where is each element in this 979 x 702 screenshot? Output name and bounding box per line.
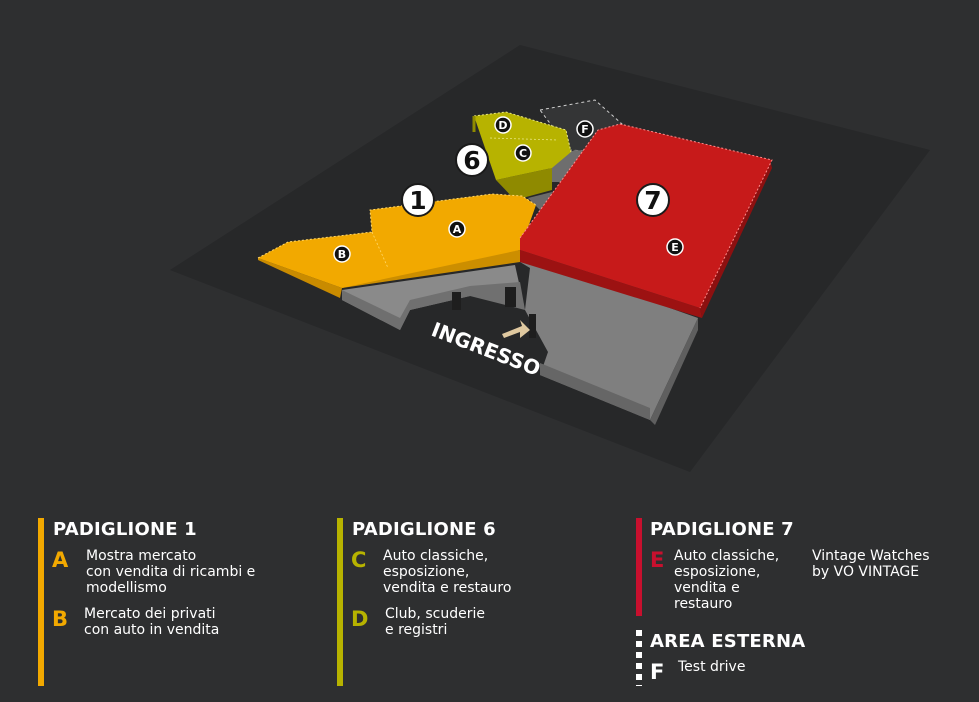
legend-text-d: Club, scuderie e registri <box>385 606 485 638</box>
legend-bar-area-esterna <box>636 630 642 686</box>
legend-area-esterna: AREA ESTERNA F Test drive <box>636 630 966 686</box>
svg-text:F: F <box>581 123 589 136</box>
svg-text:C: C <box>519 147 527 160</box>
padiglione-7[interactable] <box>519 123 773 318</box>
legend-bar-p1 <box>38 518 44 686</box>
svg-text:E: E <box>671 241 679 254</box>
zone-marker-b: B <box>333 245 351 263</box>
svg-text:6: 6 <box>463 146 480 175</box>
legend-extra-vintage-watches: Vintage Watches by VO VINTAGE <box>812 548 930 580</box>
zone-marker-d: D <box>494 116 512 134</box>
svg-text:1: 1 <box>409 186 426 215</box>
svg-text:B: B <box>338 248 346 261</box>
pavilion-badge-7: 7 <box>636 183 670 217</box>
legend-title-p6: PADIGLIONE 6 <box>352 519 496 540</box>
legend-text-e: Auto classiche, esposizione, vendita e r… <box>674 548 780 612</box>
svg-text:D: D <box>498 119 507 132</box>
pavilion-badge-6: 6 <box>455 143 489 177</box>
zone-marker-f: F <box>576 120 594 138</box>
legend-bar-p6 <box>337 518 343 686</box>
legend-letter-f: F <box>650 660 665 684</box>
legend-letter-b: B <box>52 607 69 631</box>
zone-marker-a: A <box>448 220 466 238</box>
pavilion-badge-1: 1 <box>401 183 435 217</box>
legend-text-f: Test drive <box>678 659 746 675</box>
legend-padiglione-7: PADIGLIONE 7 E Auto classiche, esposizio… <box>636 518 966 618</box>
padiglione-1[interactable] <box>257 193 537 298</box>
legend-title-p1: PADIGLIONE 1 <box>53 519 197 540</box>
zone-marker-e: E <box>666 238 684 256</box>
svg-text:A: A <box>453 223 462 236</box>
legend-letter-e: E <box>650 548 665 572</box>
legend-title-p7: PADIGLIONE 7 <box>650 519 794 540</box>
legend-letter-a: A <box>52 548 69 572</box>
legend-letter-d: D <box>351 607 369 631</box>
legend-text-c: Auto classiche, esposizione, vendita e r… <box>383 548 512 596</box>
legend-bar-p7 <box>636 518 642 616</box>
legend-padiglione-1: PADIGLIONE 1 A Mostra mercato con vendit… <box>38 518 308 688</box>
svg-text:7: 7 <box>644 186 661 215</box>
legend-title-area-esterna: AREA ESTERNA <box>650 631 806 652</box>
legend-padiglione-6: PADIGLIONE 6 C Auto classiche, esposizio… <box>337 518 607 688</box>
legend-text-b: Mercato dei privati con auto in vendita <box>84 606 220 638</box>
fair-map: 1 6 7 A B C D E F INGRESSO <box>257 99 773 425</box>
legend-letter-c: C <box>351 548 367 572</box>
zone-marker-c: C <box>514 144 532 162</box>
legend-text-a: Mostra mercato con vendita di ricambi e … <box>86 548 256 596</box>
entrance-corridor <box>342 262 698 425</box>
